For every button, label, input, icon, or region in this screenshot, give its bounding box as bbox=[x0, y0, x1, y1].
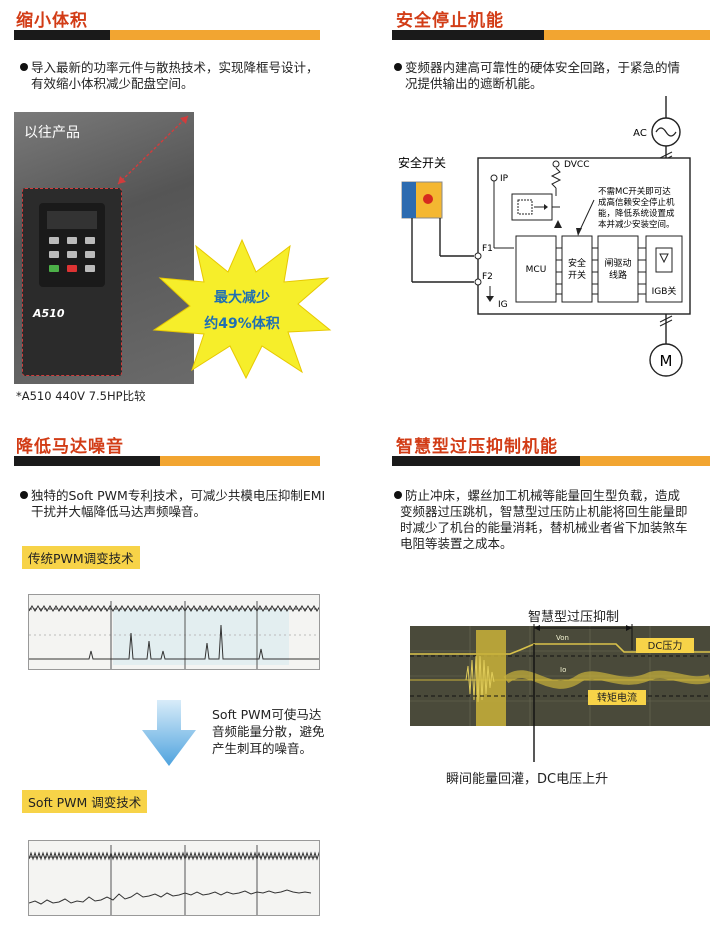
size-arrow bbox=[117, 115, 189, 185]
bullet-icon bbox=[20, 63, 28, 71]
svg-text:闸驱动: 闸驱动 bbox=[604, 258, 631, 269]
soft-pwm-explanation: Soft PWM可使马达 音频能量分散，避免 产生刺耳的噪音。 bbox=[212, 707, 325, 756]
comparison-note: *A510 440V 7.5HP比较 bbox=[16, 389, 146, 403]
safety-description: 变频器内建高可靠性的硬体安全回路，于紧急的情 况提供输出的遮断机能。 bbox=[394, 60, 680, 92]
switch-label: 安全开关 bbox=[398, 155, 446, 170]
burst-line-2: 约49%体积 bbox=[204, 315, 280, 332]
noise-description: 独特的Soft PWM专利技术，可减少共模电压抑制EMI 干扰并大幅降低马达声频… bbox=[20, 488, 325, 520]
new-device-image: A510 bbox=[22, 188, 122, 376]
event-pointer bbox=[533, 728, 535, 762]
torque-label: 转矩电流 bbox=[597, 691, 637, 704]
von-label: Von bbox=[556, 634, 569, 642]
stop-button-icon bbox=[423, 194, 433, 204]
overvoltage-description: 防止冲床，螺丝加工机械等能量回生型负载，造成 变频器过压跳机，智慧型过压防止机能… bbox=[394, 488, 688, 552]
safety-circuit-diagram: AC 安全开关 F1 F2 IG IP DVCC MCU 安全 开关 闸驱动 线… bbox=[398, 96, 691, 377]
svg-text:线路: 线路 bbox=[609, 269, 627, 281]
tag-soft-pwm: Soft PWM 调变技术 bbox=[22, 790, 148, 813]
overvoltage-scope: Von Io DC压力 转矩电流 bbox=[410, 624, 710, 728]
svg-text:成高信赖安全停止机: 成高信赖安全停止机 bbox=[598, 197, 675, 208]
tag-traditional-pwm: 传统PWM调变技术 bbox=[22, 546, 140, 569]
overvoltage-caption: 瞬间能量回灌，DC电压上升 bbox=[446, 772, 609, 787]
svg-text:不需MC开关即可达: 不需MC开关即可达 bbox=[598, 186, 671, 197]
section-title-noise: 降低马达噪音 bbox=[16, 437, 124, 457]
bullet-icon bbox=[20, 491, 28, 499]
dc-label: DC压力 bbox=[648, 639, 683, 652]
section-bar-compact bbox=[14, 30, 320, 40]
svg-text:本并减少安装空间。: 本并减少安装空间。 bbox=[598, 219, 675, 230]
section-title-overvoltage: 智慧型过压抑制机能 bbox=[396, 437, 558, 457]
ip-label: IP bbox=[500, 174, 509, 184]
f1-label: F1 bbox=[482, 244, 493, 254]
svg-text:安全: 安全 bbox=[568, 257, 586, 269]
motor-label: M bbox=[660, 352, 673, 370]
bullet-icon bbox=[394, 63, 402, 71]
svg-text:能，降低系统设置成: 能，降低系统设置成 bbox=[598, 208, 675, 219]
igbt-label: IGB关 bbox=[652, 285, 677, 297]
section-title-safety: 安全停止机能 bbox=[396, 11, 504, 31]
section-bar-safety bbox=[392, 30, 710, 40]
compact-description: 导入最新的功率元件与散热技术，实现降框号设计， 有效缩小体积减少配盘空间。 bbox=[20, 60, 319, 92]
burst-line-1: 最大减少 bbox=[214, 289, 270, 306]
svg-text:开关: 开关 bbox=[568, 269, 586, 281]
bullet-icon bbox=[394, 491, 402, 499]
section-title-compact: 缩小体积 bbox=[16, 11, 88, 31]
section-bar-overvoltage bbox=[392, 456, 710, 466]
ac-label: AC bbox=[633, 128, 647, 139]
overvoltage-chart-title: 智慧型过压抑制 bbox=[528, 610, 620, 625]
legacy-product-photo: 以往产品 A510 bbox=[14, 112, 194, 384]
traditional-pwm-scope bbox=[28, 594, 320, 670]
device-model-label: A510 bbox=[33, 307, 65, 320]
photo-caption: 以往产品 bbox=[24, 125, 80, 141]
mcu-label: MCU bbox=[526, 265, 547, 275]
dvcc-label: DVCC bbox=[564, 160, 590, 170]
section-bar-noise bbox=[14, 456, 320, 466]
reduction-burst: 最大减少 约49%体积 bbox=[152, 238, 332, 380]
down-arrow-icon bbox=[142, 700, 196, 766]
ig-label: IG bbox=[498, 300, 508, 310]
soft-pwm-scope bbox=[28, 840, 320, 916]
f2-label: F2 bbox=[482, 272, 493, 282]
io-label: Io bbox=[560, 666, 566, 674]
